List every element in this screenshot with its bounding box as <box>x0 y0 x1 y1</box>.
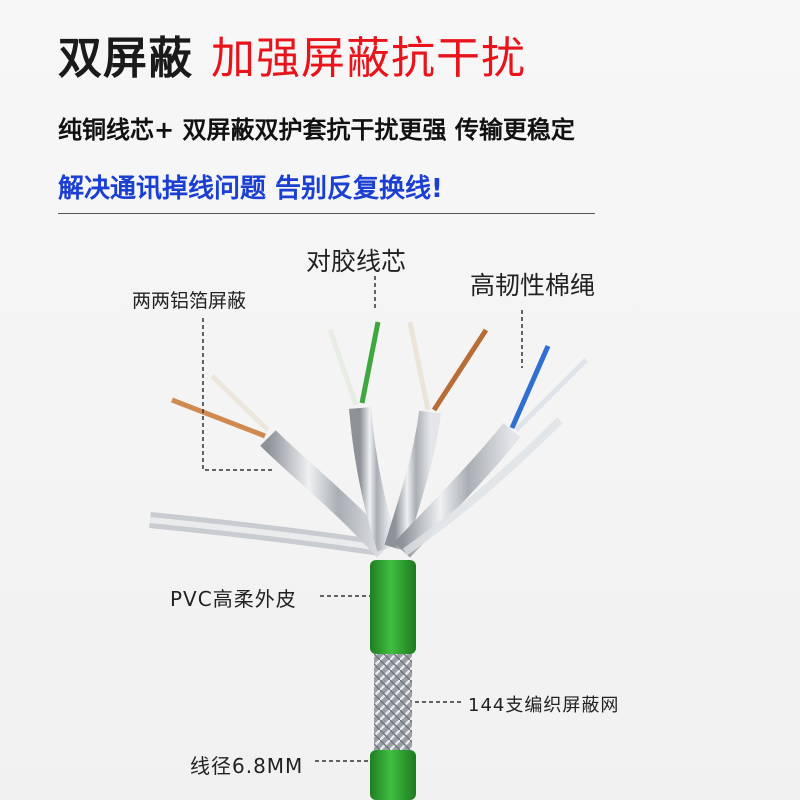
callout-diameter: 线径6.8MM <box>190 754 304 778</box>
cotton-rope <box>149 512 382 556</box>
title-red: 加强屏蔽抗干扰 <box>211 33 526 84</box>
callout-rope: 高韧性棉绳 <box>470 271 596 300</box>
divider <box>58 213 595 214</box>
callout-foil: 两两铝箔屏蔽 <box>132 290 247 312</box>
headline: 双屏蔽加强屏蔽抗干扰 <box>58 22 526 86</box>
callout-core: 对胶线芯 <box>306 247 407 276</box>
tagline: 解决通讯掉线问题 告别反复换线! <box>58 174 443 204</box>
title-dark: 双屏蔽 <box>58 33 193 84</box>
callout-braid: 144支编织屏蔽网 <box>468 695 620 716</box>
cable-body <box>370 560 416 800</box>
callout-lines <box>202 276 523 762</box>
subtitle: 纯铜线芯+ 双屏蔽双护套抗干扰更强 传输更稳定 <box>58 116 575 144</box>
callout-jacket: PVC高柔外皮 <box>170 587 297 611</box>
foil-pairs <box>260 407 563 558</box>
conductor-pairs <box>171 321 588 439</box>
